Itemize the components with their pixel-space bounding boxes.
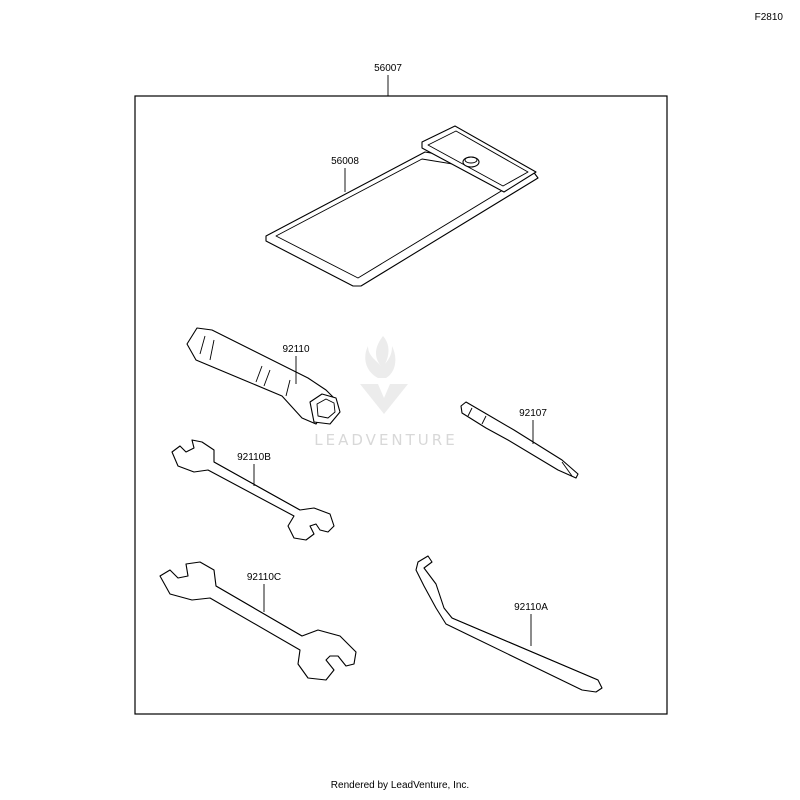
plug-wrench-ring-2 xyxy=(209,339,215,361)
callout-pouch[interactable]: 56008 xyxy=(331,156,359,167)
figure-id: F2810 xyxy=(755,12,784,23)
hook-wrench-body xyxy=(415,555,603,693)
screwdriver-band-2 xyxy=(481,415,487,425)
callout-kit[interactable]: 56007 xyxy=(374,63,402,74)
wrench-b-body xyxy=(171,439,335,541)
callout-hook-wrench[interactable]: 92110A xyxy=(514,602,548,613)
callout-wrench-b[interactable]: 92110B xyxy=(237,452,271,463)
plug-wrench-ring-4 xyxy=(263,369,271,387)
flame-logo-icon xyxy=(365,336,396,378)
plug-wrench-hex-end xyxy=(309,393,341,425)
hook-wrench-92110A[interactable] xyxy=(415,555,603,693)
callout-screwdriver[interactable]: 92107 xyxy=(519,408,547,419)
screwdriver-tip-icon xyxy=(561,461,573,477)
callout-plug-wrench[interactable]: 92110 xyxy=(282,344,310,355)
plug-wrench-ring-1 xyxy=(199,335,206,355)
tool-pouch-56008[interactable] xyxy=(265,125,539,287)
hook-wrench-edge xyxy=(451,617,599,681)
plug-wrench-ring-3 xyxy=(255,365,263,383)
plug-wrench-92110[interactable] xyxy=(186,327,341,425)
snap-button-top xyxy=(464,156,478,164)
v-logo-icon xyxy=(360,384,408,414)
wrench-c-body xyxy=(159,561,357,681)
callout-wrench-c[interactable]: 92110C xyxy=(247,572,281,583)
screwdriver-band-1 xyxy=(467,407,473,417)
leadventure-watermark: LEADVENTURE xyxy=(314,336,457,449)
open-end-wrench-92110C[interactable] xyxy=(159,561,357,681)
pouch-flap xyxy=(421,125,537,193)
watermark-brand: LEADVENTURE xyxy=(314,431,457,449)
kit-frame xyxy=(134,95,668,715)
screwdriver-shaft xyxy=(460,401,579,479)
hex-socket-icon xyxy=(316,398,336,419)
pouch-flap-border xyxy=(427,130,529,187)
render-credit: Rendered by LeadVenture, Inc. xyxy=(331,780,469,791)
open-end-wrench-92110B[interactable] xyxy=(171,439,335,541)
wrench-c-edge xyxy=(215,585,303,637)
wrench-b-edge xyxy=(213,461,301,511)
plug-wrench-ring-5 xyxy=(285,379,291,397)
screwdriver-92107[interactable] xyxy=(460,401,579,479)
